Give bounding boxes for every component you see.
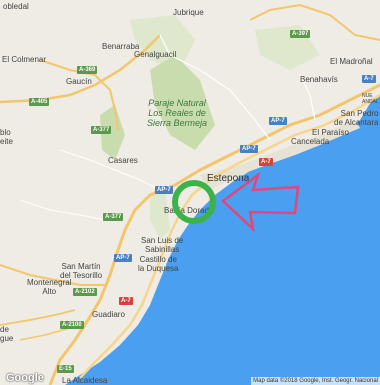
road-shield: A-377 xyxy=(103,213,124,221)
place-label: Jubrique xyxy=(173,8,204,17)
place-label: NUE ANDAL xyxy=(362,93,379,105)
highway-a2100 xyxy=(19,327,71,341)
map-attribution[interactable]: Map data ©2018 Google, Inst. Geogr. Naci… xyxy=(251,377,380,385)
place-label: San Martín del Tesorillo xyxy=(60,262,103,280)
place-label: San Pedro de Alcantara xyxy=(334,109,379,127)
minor-road xyxy=(299,74,316,121)
place-label: Benarraba xyxy=(102,42,140,51)
highway-a397 xyxy=(249,3,380,41)
highway-a7 xyxy=(79,93,380,379)
road-shield: E-15 xyxy=(57,365,74,373)
road-shield: AP-7 xyxy=(114,254,132,262)
google-logo: Google xyxy=(6,372,44,384)
road-shield: A-405 xyxy=(29,98,50,106)
minor-road xyxy=(19,199,106,221)
minor-road xyxy=(59,149,161,191)
place-label: blo eite xyxy=(0,128,13,146)
road-shield: AP-7 xyxy=(269,117,287,125)
highway-a2102 xyxy=(0,309,76,326)
highlight-circle xyxy=(172,180,216,224)
forest-patch xyxy=(130,15,195,70)
place-label: Castillo de la Duquesa xyxy=(138,255,179,273)
road-shield: A-2100 xyxy=(60,321,84,329)
forest-patch xyxy=(150,55,215,150)
place-label: Casares xyxy=(108,156,138,165)
road-shield: A-397 xyxy=(290,30,311,38)
minor-road xyxy=(159,34,271,141)
place-label: de gue xyxy=(0,325,14,343)
place-label: Guadiaro xyxy=(92,310,125,319)
road-shield: A-2102 xyxy=(73,288,97,296)
place-label: El Colmenar xyxy=(2,55,47,64)
highway-a369 xyxy=(39,59,119,131)
place-label: Estepona xyxy=(207,173,250,184)
place-label: Genalguacil xyxy=(134,50,177,59)
place-label: El Paraíso xyxy=(312,128,349,137)
place-label: Cancelada xyxy=(291,137,330,146)
highway-a377 xyxy=(0,264,105,286)
road-shield: AP-7 xyxy=(240,145,258,153)
place-label: Benahavís xyxy=(300,75,338,84)
road-shield: AP-7 xyxy=(155,186,173,194)
urban-area xyxy=(200,120,360,190)
sea xyxy=(65,95,380,385)
place-label: obledal xyxy=(3,2,29,11)
road-shield: A-7 xyxy=(259,158,273,166)
road-shield: A-7 xyxy=(119,297,133,305)
road-shield: A-377 xyxy=(91,126,112,134)
place-label: Bahía Dorada xyxy=(164,206,214,215)
road-shield: A-369 xyxy=(77,66,98,74)
park-label: Paraje Natural Los Reales de Sierra Berm… xyxy=(147,98,208,128)
place-label: Montenegral Alto xyxy=(27,278,72,296)
forest-patch xyxy=(100,105,125,160)
place-label: La Alcaidesa xyxy=(62,376,108,385)
place-label: El Madroñal xyxy=(330,57,373,66)
road-shield: A-7 xyxy=(362,75,376,83)
highway-ap7 xyxy=(48,83,380,385)
arrow-marker xyxy=(221,171,300,233)
place-label: San Luis de Sabinillas xyxy=(141,236,184,254)
forest-patch xyxy=(150,190,170,240)
place-label: Gaucín xyxy=(66,77,92,86)
